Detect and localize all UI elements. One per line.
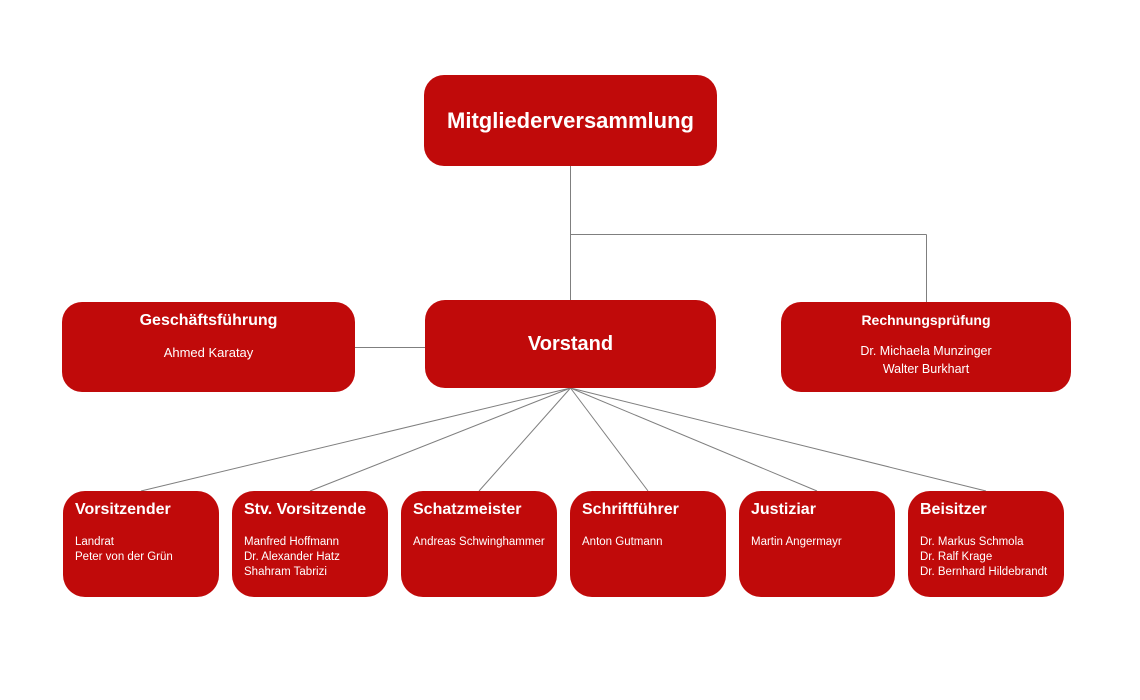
- member-name: Andreas Schwinghammer: [413, 536, 545, 548]
- node-title: Stv. Vorsitzende: [244, 501, 367, 518]
- node-title: Schriftführer: [582, 501, 679, 518]
- node-schatzmeister: Schatzmeister Andreas Schwinghammer: [401, 491, 557, 597]
- node-members: Martin Angermayr: [751, 535, 883, 550]
- member-name: Dr. Alexander Hatz: [244, 551, 340, 563]
- connector-vorstand-to-justiziar: [570, 387, 818, 492]
- node-title: Mitgliederversammlung: [447, 107, 694, 133]
- member-name: Manfred Hoffmann: [244, 536, 340, 548]
- node-title: Beisitzer: [920, 501, 987, 518]
- member-name: Peter von der Grün: [75, 551, 173, 563]
- connector-vorstand-to-stv-vorsitzende: [309, 387, 571, 492]
- member-name: Martin Angermayr: [751, 536, 842, 548]
- node-title: Schatzmeister: [413, 501, 522, 518]
- node-mitgliederversammlung: Mitgliederversammlung: [424, 75, 717, 166]
- node-geschaeftsfuehrung: Geschäftsführung Ahmed Karatay: [62, 302, 355, 392]
- member-name: Dr. Ralf Krage: [920, 551, 993, 563]
- node-members: Ahmed Karatay: [62, 344, 355, 362]
- node-members: Anton Gutmann: [582, 535, 714, 550]
- connector-vorstand-to-schatzmeister: [478, 387, 571, 492]
- member-name: Ahmed Karatay: [163, 345, 254, 360]
- member-name: Dr. Michaela Munzinger: [860, 344, 992, 358]
- connector-vorstand-to-beisitzer: [570, 387, 987, 492]
- node-title: Geschäftsführung: [139, 312, 278, 329]
- connector-vorstand-to-vorsitzender: [140, 387, 571, 492]
- node-members: Andreas Schwinghammer: [413, 535, 545, 550]
- member-name: Shahram Tabrizi: [244, 566, 327, 578]
- node-title: Rechnungsprüfung: [861, 312, 991, 328]
- member-name: Dr. Markus Schmola: [920, 536, 1024, 548]
- node-title: Vorstand: [527, 332, 614, 355]
- node-title: Justiziar: [751, 501, 816, 518]
- member-name: Anton Gutmann: [582, 536, 663, 548]
- member-name: Walter Burkhart: [882, 362, 970, 376]
- connector-vorstand-to-schriftfuehrer: [570, 387, 649, 492]
- node-schriftfuehrer: Schriftführer Anton Gutmann: [570, 491, 726, 597]
- member-name: Landrat: [75, 536, 115, 548]
- member-name: Dr. Bernhard Hildebrandt: [920, 566, 1048, 578]
- node-justiziar: Justiziar Martin Angermayr: [739, 491, 895, 597]
- node-vorstand: Vorstand: [425, 300, 716, 388]
- node-title: Vorsitzender: [75, 501, 171, 518]
